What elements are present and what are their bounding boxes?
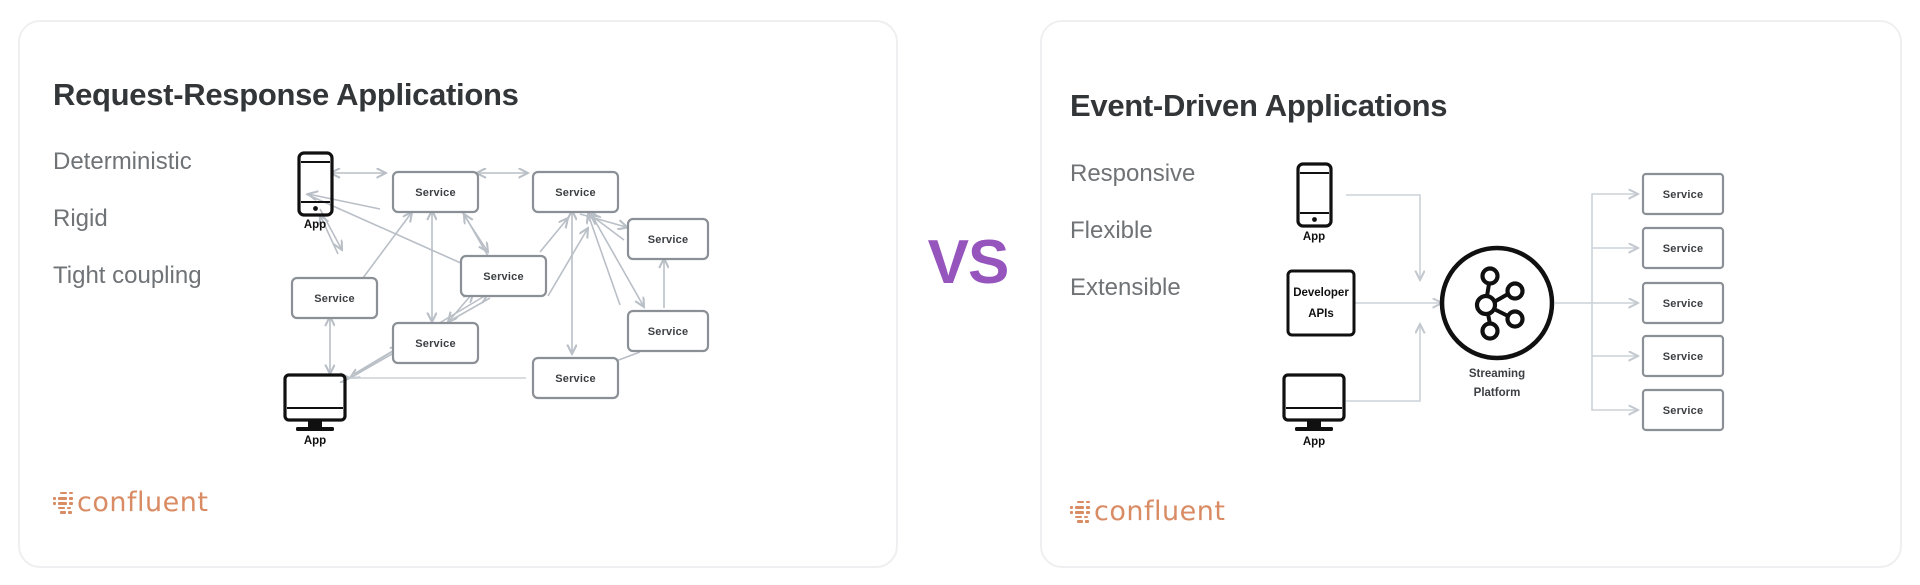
service-box[interactable]: Service (391, 170, 480, 214)
page-title-request-response: Request-Response Applications (53, 77, 519, 112)
confluent-logo-mark-icon (53, 490, 75, 516)
phone-app-label-left: App (304, 219, 326, 231)
service-box-label: Service (1663, 243, 1704, 255)
service-box-label: Service (1663, 405, 1704, 417)
event-driven-bullet-list: Responsive Flexible Extensible (1070, 162, 1195, 333)
bullet-rigid: Rigid (53, 205, 108, 232)
developer-apis-box[interactable]: Developer APIs (1286, 269, 1356, 337)
service-box[interactable]: Service (626, 217, 710, 261)
request-response-bullet-list: Deterministic Rigid Tight coupling (53, 150, 202, 321)
request-response-panel: Request-Response Applications Determinis… (18, 20, 898, 568)
bullet-responsive: Responsive (1070, 160, 1196, 187)
producer-edges (1346, 194, 1442, 402)
streaming-platform-label-line2: Platform (1474, 387, 1521, 399)
service-box[interactable]: Service (459, 254, 548, 298)
service-box[interactable]: Service (531, 356, 620, 400)
desktop-icon-right (1282, 373, 1346, 431)
desktop-app-label-left: App (304, 435, 326, 447)
confluent-logo-text-right: confluent (1094, 496, 1226, 527)
bullet-extensible: Extensible (1070, 274, 1181, 301)
service-box[interactable]: Service (290, 276, 379, 320)
service-box-label: Service (648, 234, 689, 246)
phone-icon-left (297, 151, 334, 217)
service-box-label: Service (483, 271, 524, 283)
streaming-platform-label-line1: Streaming (1469, 368, 1525, 380)
vs-separator-label: VS (927, 228, 1010, 297)
event-driven-diagram: App Developer APIs App (1282, 162, 1725, 448)
bullet-flexible: Flexible (1070, 217, 1153, 244)
event-driven-panel: Event-Driven Applications Responsive Fle… (1040, 20, 1902, 568)
service-box-label: Service (415, 187, 456, 199)
service-box[interactable]: Service (1641, 334, 1725, 378)
desktop-icon-left (283, 373, 347, 431)
service-box-label: Service (555, 373, 596, 385)
bullet-tight-coupling: Tight coupling (53, 262, 202, 289)
developer-apis-label-line2: APIs (1308, 308, 1334, 320)
service-box[interactable]: Service (1641, 226, 1725, 270)
service-box-label: Service (1663, 298, 1704, 310)
streaming-platform-node[interactable]: Streaming Platform (1439, 245, 1555, 399)
desktop-app-label-right: App (1303, 436, 1325, 448)
phone-app-label-right: App (1303, 231, 1325, 243)
service-box-label: Service (314, 293, 355, 305)
confluent-logo-left: confluent (53, 487, 208, 518)
service-box[interactable]: Service (391, 321, 480, 365)
confluent-logo-right: confluent (1070, 496, 1225, 527)
service-box-label: Service (1663, 189, 1704, 201)
confluent-logo-text-left: confluent (77, 487, 209, 518)
phone-icon-right (1296, 162, 1333, 228)
developer-apis-label-line1: Developer (1293, 287, 1349, 299)
service-box-label: Service (415, 338, 456, 350)
bullet-deterministic: Deterministic (53, 148, 192, 175)
service-box-label: Service (1663, 351, 1704, 363)
service-box-label: Service (648, 326, 689, 338)
service-box[interactable]: Service (531, 170, 620, 214)
service-box[interactable]: Service (1641, 281, 1725, 325)
request-response-diagram: App App Service Service Service (283, 151, 710, 447)
service-box[interactable]: Service (626, 309, 710, 353)
kafka-icon (1474, 266, 1525, 341)
service-box-label: Service (555, 187, 596, 199)
page-title-event-driven: Event-Driven Applications (1070, 88, 1448, 123)
service-box[interactable]: Service (1641, 172, 1725, 216)
confluent-logo-mark-icon (1070, 499, 1092, 525)
service-box[interactable]: Service (1641, 388, 1725, 432)
consumer-edges (1554, 194, 1638, 410)
